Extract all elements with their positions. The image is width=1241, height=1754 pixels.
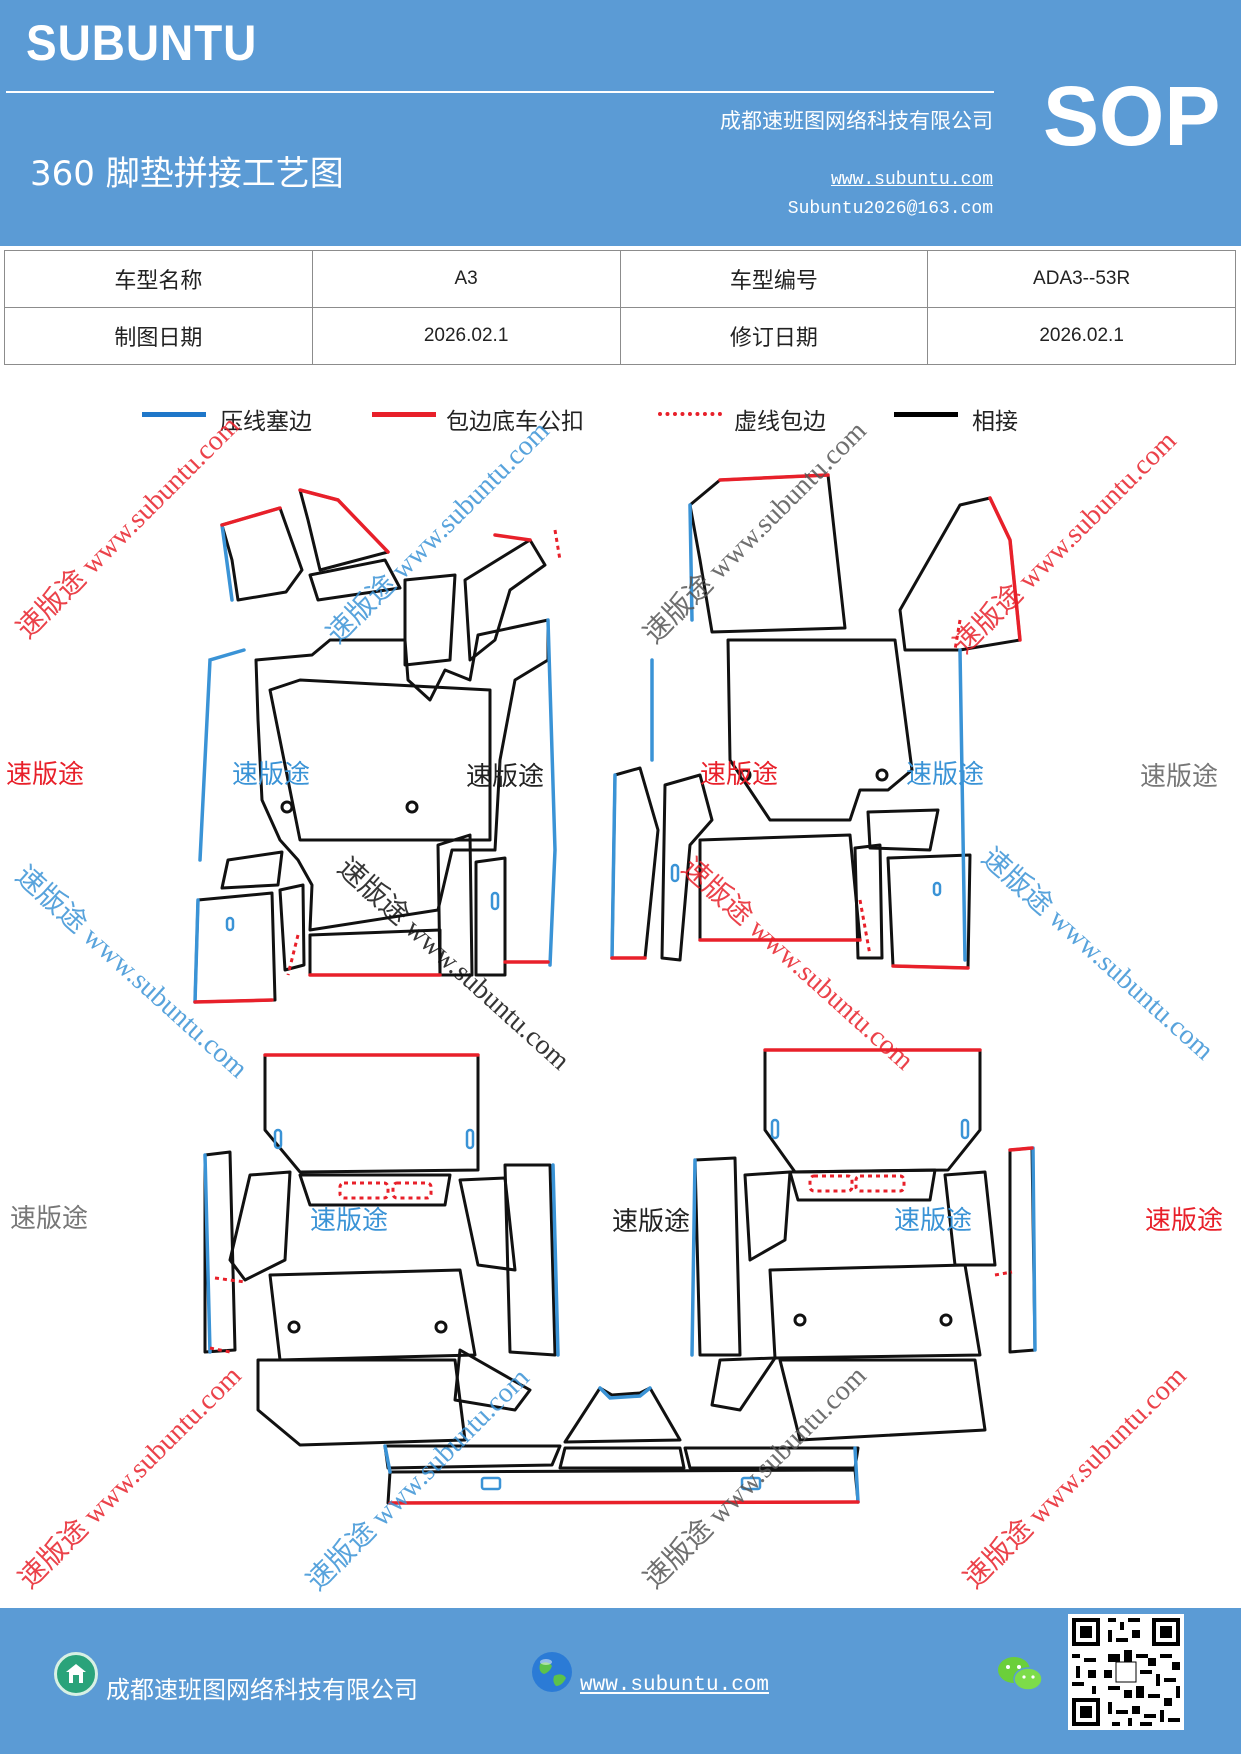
value-model-name: A3 bbox=[311, 250, 621, 308]
watermark-diagonal: 速版途 www.subuntu.com bbox=[9, 859, 254, 1084]
front-right-mat-group bbox=[610, 473, 1022, 970]
label-revise-date: 修订日期 bbox=[619, 307, 929, 365]
footer-company: 成都速班图网络科技有限公司 bbox=[106, 1676, 418, 1704]
label-model-name: 车型名称 bbox=[4, 250, 313, 308]
watermark-diagonal: 速版途 www.subuntu.com bbox=[12, 1360, 247, 1595]
watermark-word: 速版途 bbox=[310, 1206, 388, 1236]
watermark-diagonal: 速版途 www.subuntu.com bbox=[947, 425, 1182, 660]
watermark-words: 速版途 速版途 速版途 速版途 速版途 速版途 速版途 速版途 速版途 速版途 … bbox=[6, 760, 1223, 1237]
sop-badge: SOP bbox=[1043, 69, 1221, 163]
header-email: Subuntu2026@163.com bbox=[787, 199, 993, 219]
header-company: 成都速班图网络科技有限公司 bbox=[720, 109, 993, 133]
home-icon bbox=[54, 1652, 98, 1696]
watermark-diagonal: 速版途 www.subuntu.com bbox=[957, 1360, 1192, 1595]
watermark-diagonal: 速版途 www.subuntu.com bbox=[637, 415, 872, 650]
legend-label: 相接 bbox=[972, 409, 1018, 435]
table-row: 制图日期 2026.02.1 修订日期 2026.02.1 bbox=[4, 307, 1236, 365]
table-row: 车型名称 A3 车型编号 ADA3--53R bbox=[4, 250, 1236, 308]
watermark-word: 速版途 bbox=[466, 762, 544, 792]
value-draw-date: 2026.02.1 bbox=[311, 307, 621, 365]
watermark-word: 速版途 bbox=[1140, 762, 1218, 792]
header-banner bbox=[0, 0, 1241, 246]
vehicle-info-table: 车型名称 A3 车型编号 ADA3--53R 制图日期 2026.02.1 修订… bbox=[4, 250, 1236, 365]
watermark-word: 速版途 bbox=[612, 1207, 690, 1237]
watermark-word: 速版途 bbox=[894, 1206, 972, 1236]
globe-icon bbox=[532, 1652, 572, 1692]
document-title: 360 脚垫拼接工艺图 bbox=[30, 154, 344, 194]
blue-edges bbox=[193, 503, 1037, 1504]
watermark-word: 速版途 bbox=[1145, 1206, 1223, 1236]
red-edges bbox=[193, 473, 1034, 1505]
qr-code bbox=[1068, 1614, 1184, 1730]
label-draw-date: 制图日期 bbox=[4, 307, 313, 365]
watermark-word: 速版途 bbox=[906, 760, 984, 790]
watermark-diagonal: 速版途 www.subuntu.com bbox=[331, 851, 576, 1076]
watermark-diagonal: 速版途 www.subuntu.com bbox=[675, 851, 920, 1076]
watermark-diagonal: 速版途 www.subuntu.com bbox=[320, 415, 555, 650]
brand-logo-text: SUBUNTU bbox=[26, 15, 258, 71]
mat-clip-holes bbox=[280, 768, 953, 1334]
value-model-code: ADA3--53R bbox=[927, 250, 1236, 308]
legend-swatch-black bbox=[894, 412, 958, 417]
blue-slots bbox=[225, 863, 970, 1491]
footer-website-link[interactable]: www.subuntu.com bbox=[580, 1674, 770, 1697]
legend-label: 包边底车公扣 bbox=[446, 409, 584, 435]
watermark-diagonal: 速版途 www.subuntu.com bbox=[975, 841, 1220, 1066]
floor-mat-diagram: 速版途 速版途 速版途 速版途 速版途 速版途 速版途 速版途 速版途 速版途 … bbox=[6, 410, 1223, 1597]
watermark-word: 速版途 bbox=[10, 1204, 88, 1234]
legend-label: 虚线包边 bbox=[734, 409, 826, 435]
watermark-diagonal: 速版途 www.subuntu.com bbox=[10, 410, 245, 645]
watermark-word: 速版途 bbox=[232, 760, 310, 790]
watermark-diagonal: 速版途 www.subuntu.com bbox=[637, 1360, 872, 1595]
wechat-icon[interactable] bbox=[996, 1654, 1044, 1694]
header-website-link[interactable]: www.subuntu.com bbox=[830, 170, 993, 190]
header-divider bbox=[6, 91, 994, 93]
label-model-code: 车型编号 bbox=[619, 250, 929, 308]
watermark-word: 速版途 bbox=[6, 760, 84, 790]
value-revise-date: 2026.02.1 bbox=[927, 307, 1236, 365]
legend-swatch-red-dotted bbox=[658, 412, 722, 416]
legend-swatch-red bbox=[372, 412, 436, 417]
front-left-mat-group bbox=[193, 488, 550, 1004]
watermark-word: 速版途 bbox=[700, 760, 778, 790]
legend-label: 压线塞边 bbox=[220, 409, 312, 435]
watermark-diagonals: 速版途 www.subuntu.com 速版途 www.subuntu.com … bbox=[9, 410, 1220, 1597]
rear-right-mat-group bbox=[693, 1048, 1037, 1442]
legend-swatch-blue bbox=[142, 412, 206, 417]
red-dotted-edges bbox=[209, 529, 1013, 1354]
